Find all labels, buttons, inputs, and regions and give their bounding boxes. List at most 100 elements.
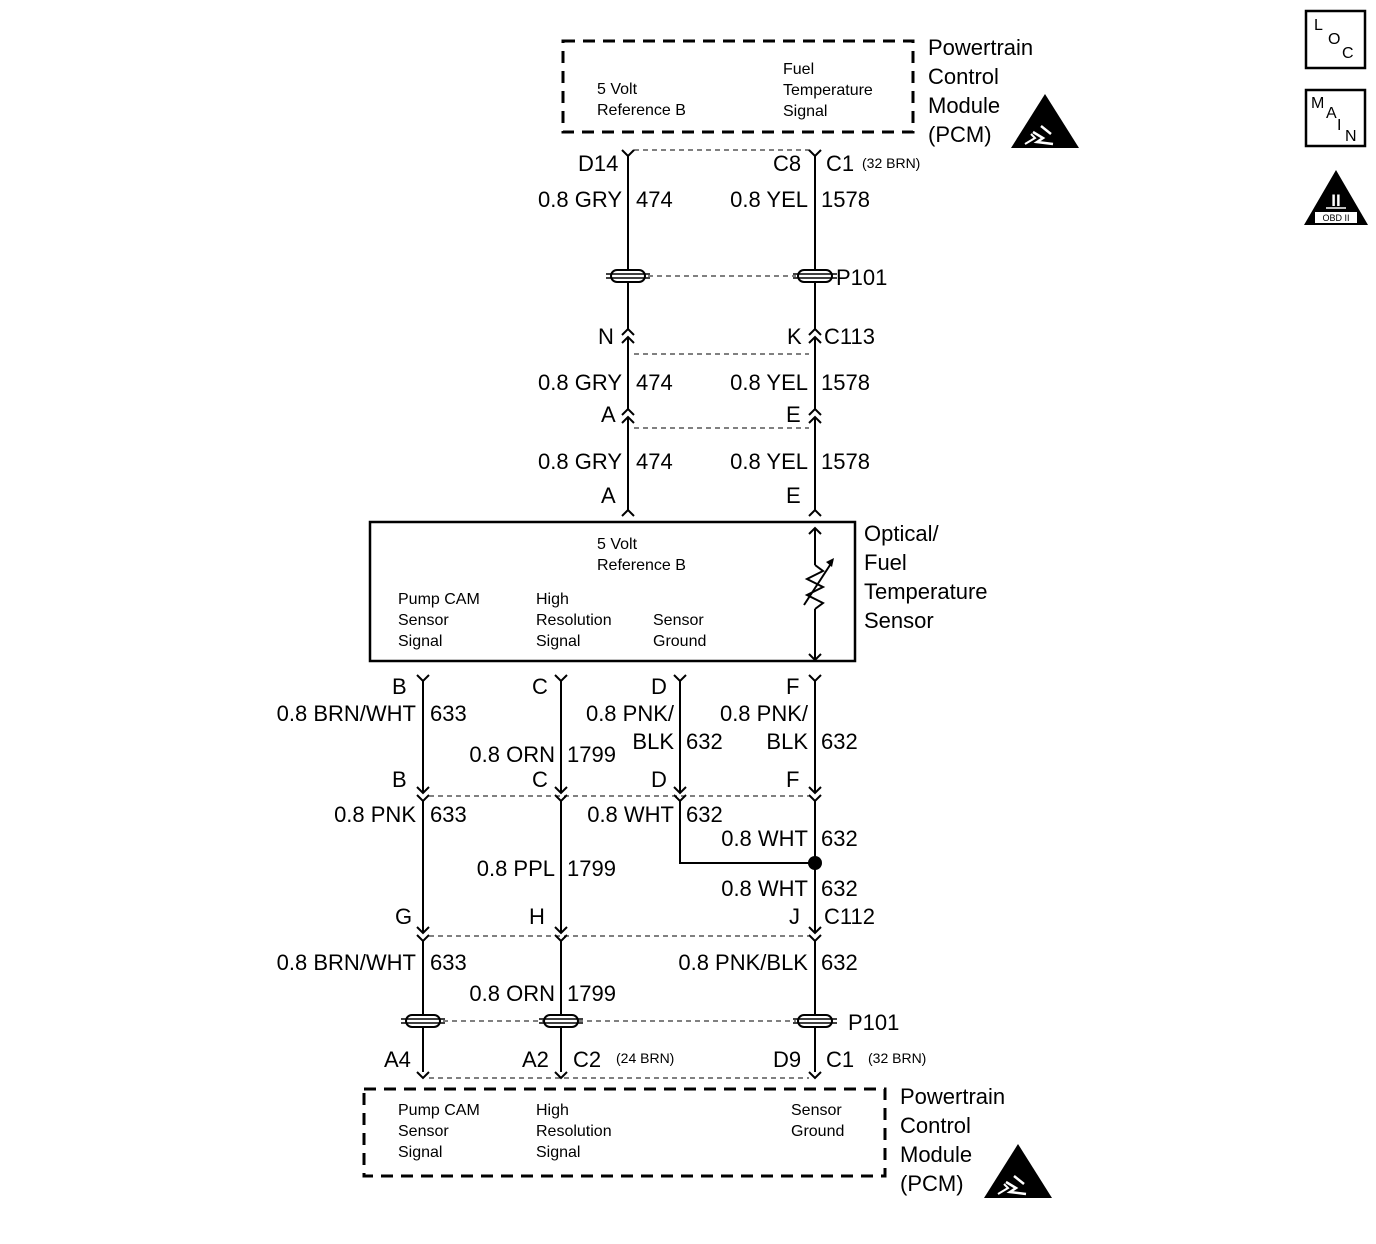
pass-through-grommet	[400, 1014, 446, 1028]
circuit-label: 474	[636, 187, 673, 212]
sensor-title: Optical/ Fuel Temperature Sensor	[864, 521, 994, 633]
esd-warning-icon	[982, 1142, 1054, 1200]
connector-c1-top: C1	[826, 151, 854, 176]
pin-g: G	[395, 904, 412, 929]
circuit-label: 633	[430, 950, 467, 975]
svg-text:A: A	[1326, 105, 1337, 122]
circuit-label: 632	[821, 826, 858, 851]
circuit-label: 1799	[567, 856, 616, 881]
connector-c1-bottom: C1	[826, 1047, 854, 1072]
pin-b: B	[392, 674, 407, 699]
pass-through-grommet	[538, 1014, 584, 1028]
pass-through-p101-top: P101	[836, 265, 887, 290]
pin-d14: D14	[578, 151, 618, 176]
pin-f: F	[786, 767, 799, 792]
wire-label: 0.8 PNK/	[586, 701, 675, 726]
wire-label: 0.8 PNK/	[720, 701, 809, 726]
pcm-bottom-box	[362, 1087, 887, 1178]
wire-label: 0.8 WHT	[587, 802, 674, 827]
pass-through-grommet	[792, 1014, 838, 1028]
wire-label: 0.8 GRY	[538, 449, 622, 474]
svg-text:I: I	[1337, 117, 1341, 134]
connector-c113: C113	[824, 324, 875, 349]
circuit-label: 474	[636, 370, 673, 395]
circuit-label: 632	[821, 876, 858, 901]
svg-text:M: M	[1311, 95, 1324, 112]
pcm-bottom-title: Powertrain Control Module (PCM)	[900, 1084, 1011, 1196]
pin-h: H	[529, 904, 545, 929]
circuit-label: 1578	[821, 187, 870, 212]
pin-a: A	[601, 483, 616, 508]
pcm-bottom-hires-label: High Resolution Signal	[536, 1102, 616, 1161]
pin-n: N	[598, 324, 614, 349]
obd-ii-icon[interactable]: II OBD II	[1304, 170, 1368, 225]
wire-label: 0.8 GRY	[538, 187, 622, 212]
thermistor-icon	[803, 526, 834, 662]
wire-label: 0.8 PNK	[334, 802, 416, 827]
connector-c2-note: (24 BRN)	[616, 1050, 674, 1066]
pass-through-grommet	[605, 269, 651, 283]
loc-icon[interactable]: L O C	[1304, 9, 1367, 70]
sensor-hires-label: High Resolution Signal	[536, 591, 616, 650]
svg-text:L: L	[1314, 17, 1323, 34]
pcm-top-circuit-fuel: Fuel Temperature Signal	[783, 61, 877, 120]
pcm-top-circuit-ref: 5 Volt Reference B	[597, 81, 686, 119]
circuit-label: 632	[821, 729, 858, 754]
connector-c1-top-note: (32 BRN)	[862, 155, 920, 171]
pass-through-grommet	[792, 269, 838, 283]
circuit-label: 632	[821, 950, 858, 975]
sensor-ground-label: Sensor Ground	[653, 612, 708, 650]
wire-label: 0.8 PNK/BLK	[678, 950, 808, 975]
pin-c: C	[532, 767, 548, 792]
pin-a: A	[601, 402, 616, 427]
svg-text:O: O	[1328, 31, 1340, 48]
pin-d: D	[651, 674, 667, 699]
pcm-top-title: Powertrain Control Module (PCM)	[928, 35, 1039, 147]
circuit-label: 1578	[821, 449, 870, 474]
pin-d: D	[651, 767, 667, 792]
pin-e: E	[786, 402, 801, 427]
pin-k: K	[787, 324, 802, 349]
svg-text:II: II	[1331, 191, 1340, 210]
pin-a4: A4	[384, 1047, 411, 1072]
pin-e: E	[786, 483, 801, 508]
wire-label: 0.8 BRN/WHT	[277, 950, 416, 975]
pcm-bottom-pump-label: Pump CAM Sensor Signal	[398, 1102, 484, 1161]
pin-c8: C8	[773, 151, 801, 176]
sensor-pump-label: Pump CAM Sensor Signal	[398, 591, 484, 650]
wire-label: 0.8 YEL	[730, 449, 808, 474]
splice-junction	[808, 856, 822, 870]
wire-label: 0.8 BRN/WHT	[277, 701, 416, 726]
circuit-label: 632	[686, 729, 723, 754]
circuit-label: 1799	[567, 981, 616, 1006]
circuit-label: 474	[636, 449, 673, 474]
circuit-label: 632	[686, 802, 723, 827]
svg-text:OBD II: OBD II	[1322, 213, 1349, 223]
connector-c2: C2	[573, 1047, 601, 1072]
pin-b: B	[392, 767, 407, 792]
circuit-label: 1578	[821, 370, 870, 395]
connector-c1-bottom-note: (32 BRN)	[868, 1050, 926, 1066]
circuit-label: 1799	[567, 742, 616, 767]
main-icon[interactable]: M A I N	[1304, 88, 1367, 148]
connector-c112: C112	[824, 904, 875, 929]
wire-label: 0.8 WHT	[721, 826, 808, 851]
wire-label: 0.8 GRY	[538, 370, 622, 395]
svg-text:C: C	[1342, 45, 1354, 62]
wire-label: 0.8 ORN	[469, 742, 555, 767]
wire-label: BLK	[632, 729, 674, 754]
wire-label: 0.8 YEL	[730, 187, 808, 212]
pcm-bottom-ground-label: Sensor Ground	[791, 1102, 846, 1140]
wire-label: 0.8 YEL	[730, 370, 808, 395]
sensor-ref-label: 5 Volt Reference B	[597, 536, 686, 574]
sensor-box	[368, 520, 857, 663]
pin-j: J	[789, 904, 800, 929]
svg-text:N: N	[1345, 128, 1357, 145]
esd-warning-icon	[1009, 92, 1081, 150]
pin-f: F	[786, 674, 799, 699]
circuit-label: 633	[430, 701, 467, 726]
pass-through-p101-bottom: P101	[848, 1010, 899, 1035]
wire-label: BLK	[766, 729, 808, 754]
wire-label: 0.8 PPL	[477, 856, 555, 881]
